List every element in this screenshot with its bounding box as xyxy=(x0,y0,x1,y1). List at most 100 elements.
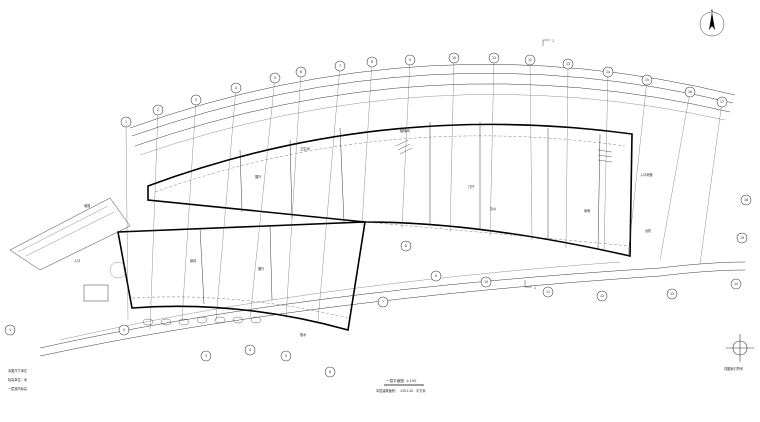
svg-text:18: 18 xyxy=(744,198,748,202)
plan-title: 一层平面图 xyxy=(386,378,404,383)
legend-notes: 本图尺寸单位 标高单位：米 一层室内标高 xyxy=(8,368,28,391)
dimension-arcs-bottom xyxy=(39,261,746,357)
grid-bubble: 18 xyxy=(740,194,752,206)
entrance-ramp xyxy=(9,197,131,302)
svg-text:11: 11 xyxy=(492,56,496,60)
area-label: 本层建筑面积： xyxy=(376,388,398,393)
svg-text:12: 12 xyxy=(528,58,532,62)
grid-bubble: 17 xyxy=(716,96,728,108)
grid-bubble: 4 xyxy=(230,82,242,94)
annotation: 台阶 xyxy=(645,228,652,233)
svg-text:17: 17 xyxy=(720,100,724,104)
svg-text:8: 8 xyxy=(371,60,373,64)
svg-text:19: 19 xyxy=(740,236,744,240)
north-arrow: N xyxy=(699,9,725,37)
room-label: 库房 xyxy=(584,208,590,213)
svg-text:5: 5 xyxy=(274,76,276,80)
svg-text:9: 9 xyxy=(409,58,411,62)
grid-bubbles-right: 18 19 xyxy=(736,194,752,244)
room-label: 楼梯间 xyxy=(400,128,410,133)
drawing-title: 一层平面图 1:100 本层建筑面积： 1301.20 平方米 xyxy=(376,378,426,393)
planters xyxy=(142,316,262,326)
svg-text:3: 3 xyxy=(195,98,197,102)
grid-bubble: 14 xyxy=(730,278,742,290)
grid-bubble: 6 xyxy=(295,66,307,78)
grid-bubble: 16 xyxy=(684,86,696,98)
svg-text:5: 5 xyxy=(285,354,287,358)
svg-text:8: 8 xyxy=(405,244,407,248)
grid-bubble: 19 xyxy=(736,232,748,244)
plan-scale: 1:100 xyxy=(406,379,417,383)
svg-text:7: 7 xyxy=(382,300,384,304)
grid-bubble: 4 xyxy=(244,344,256,356)
svg-text:12: 12 xyxy=(600,294,604,298)
room-label: 门厅 xyxy=(468,184,475,189)
grid-bubble: 13 xyxy=(666,288,678,300)
grid-bubble: 3 xyxy=(190,94,202,106)
area-value: 1301.20 xyxy=(400,389,413,393)
grid-bubble: 2 xyxy=(152,104,164,116)
svg-text:2: 2 xyxy=(157,108,159,112)
grid-bubble: 6 xyxy=(324,366,336,378)
section-mark-bottom: 1 xyxy=(524,280,536,290)
grid-bubbles-top: 1 2 3 4 5 6 7 8 9 10 11 12 13 14 15 16 1… xyxy=(120,52,728,128)
room-label: 接待 xyxy=(190,258,197,263)
svg-text:16: 16 xyxy=(688,90,692,94)
svg-text:本图尺寸单位: 本图尺寸单位 xyxy=(8,368,28,373)
svg-text:10: 10 xyxy=(452,56,456,60)
svg-text:7: 7 xyxy=(339,64,341,68)
room-label: 展厅 xyxy=(258,266,265,271)
svg-text:3: 3 xyxy=(205,354,207,358)
grid-bubble: 14 xyxy=(602,66,614,78)
grid-bubble: 8 xyxy=(366,56,378,68)
grid-bubble: 9 xyxy=(430,270,442,282)
grid-bubble: 1 xyxy=(120,116,132,128)
svg-text:1: 1 xyxy=(125,120,127,124)
svg-text:13: 13 xyxy=(566,62,570,66)
grid-bubble: 15 xyxy=(641,74,653,86)
grid-bubble: 7 xyxy=(377,296,389,308)
room-labels: 展厅 门厅 展厅 卫生间 楼梯间 办公 库房 接待 入口 坡道 入口雨篷 散水 … xyxy=(74,128,654,337)
svg-text:13: 13 xyxy=(670,292,674,296)
svg-text:14: 14 xyxy=(734,282,738,286)
grid-bubble: 1 xyxy=(4,324,16,336)
svg-text:11: 11 xyxy=(546,290,550,294)
grid-bubble: 7 xyxy=(334,60,346,72)
room-label: 展厅 xyxy=(255,174,262,179)
annotation: 散水 xyxy=(300,332,307,337)
room-label: 卫生间 xyxy=(300,146,310,151)
grid-bubble: 10 xyxy=(448,52,460,64)
svg-text:15: 15 xyxy=(645,78,649,82)
section-mark-top: 1 xyxy=(542,39,554,46)
svg-text:标高单位：米: 标高单位：米 xyxy=(8,377,28,382)
grid-bubble: 12 xyxy=(524,54,536,66)
partitions xyxy=(199,122,613,305)
svg-text:14: 14 xyxy=(606,70,610,74)
svg-text:1: 1 xyxy=(9,328,11,332)
svg-text:1: 1 xyxy=(552,39,554,43)
svg-text:4: 4 xyxy=(235,86,237,90)
radial-grid-lines xyxy=(125,57,723,331)
building-walls xyxy=(117,123,633,332)
annotation: 入口雨篷 xyxy=(640,172,654,177)
svg-text:1: 1 xyxy=(534,286,536,290)
svg-text:9: 9 xyxy=(435,274,437,278)
grid-bubble: 12 xyxy=(596,290,608,302)
svg-text:详图索引符号: 详图索引符号 xyxy=(724,366,743,371)
grid-bubble: 2 xyxy=(118,324,130,336)
annotation: 坡道 xyxy=(84,203,91,208)
area-unit: 平方米 xyxy=(416,388,426,393)
grid-bubbles-bottom: 1 2 3 4 5 6 7 8 9 10 11 12 13 14 xyxy=(4,240,742,378)
room-label: 办公 xyxy=(490,206,497,211)
grid-bubble: 3 xyxy=(200,350,212,362)
north-label: N xyxy=(711,9,714,13)
grid-bubble: 8 xyxy=(400,240,412,252)
room-label: 入口 xyxy=(74,259,80,263)
grid-bubble: 11 xyxy=(488,52,500,64)
svg-text:一层室内标高: 一层室内标高 xyxy=(8,386,27,391)
detail-symbol: 详图索引符号 xyxy=(724,334,754,371)
svg-text:4: 4 xyxy=(249,348,251,352)
grid-bubble: 5 xyxy=(269,72,281,84)
svg-text:6: 6 xyxy=(300,70,302,74)
